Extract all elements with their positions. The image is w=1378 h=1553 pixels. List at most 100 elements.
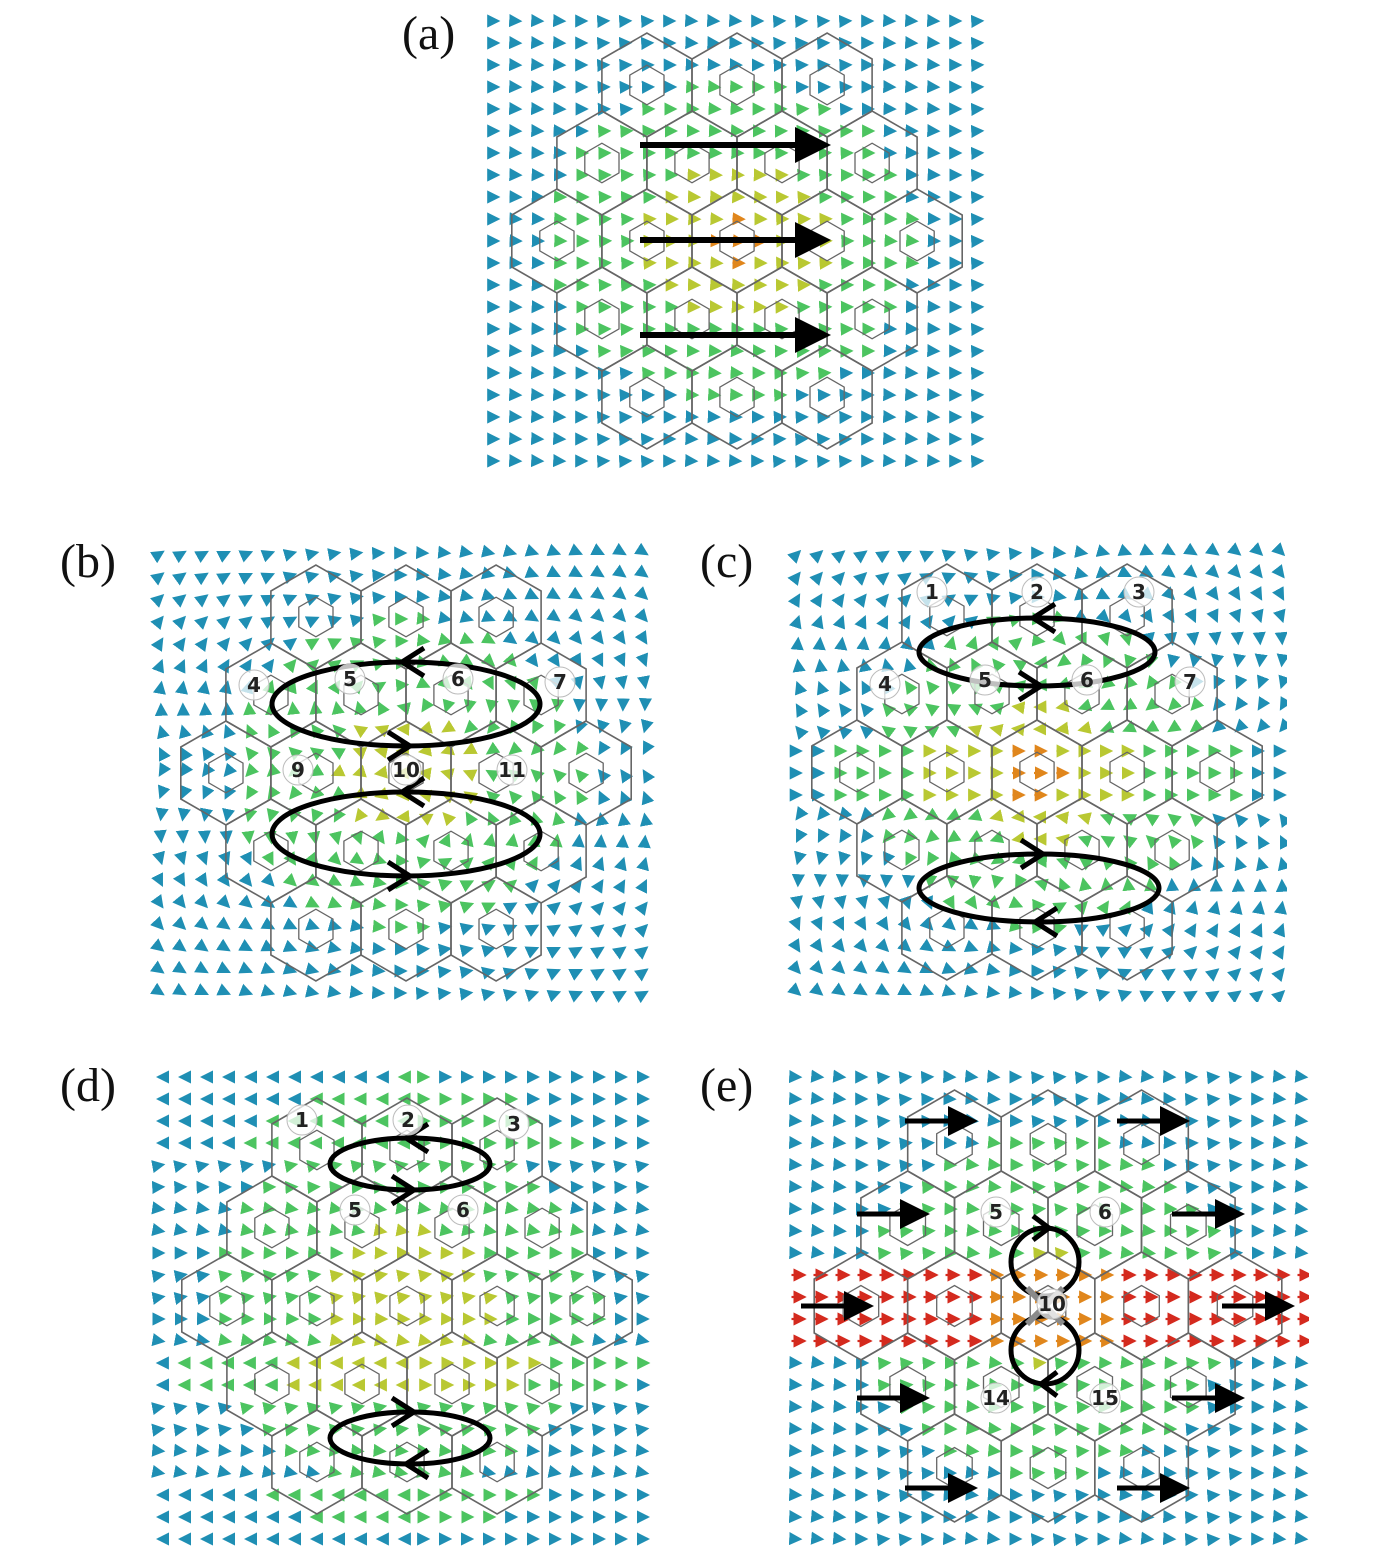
field-vector — [485, 741, 501, 755]
field-vector — [613, 1160, 628, 1174]
field-vector — [788, 916, 801, 932]
field-vector — [590, 991, 605, 1003]
field-vector — [1234, 813, 1249, 828]
hex-hole — [974, 829, 1010, 871]
field-vector — [809, 960, 824, 975]
field-vector — [439, 1223, 454, 1237]
field-vector — [1183, 542, 1198, 556]
field-vector — [592, 675, 606, 690]
field-vector — [150, 894, 164, 909]
hex-hole — [478, 908, 514, 950]
field-vector — [881, 658, 895, 673]
field-vector — [554, 790, 567, 805]
hex-hole — [584, 298, 620, 340]
field-vector — [635, 879, 647, 894]
field-vector — [1077, 698, 1093, 712]
hex-hole — [1029, 1122, 1067, 1166]
field-vector — [373, 1223, 388, 1237]
hex-cell — [736, 110, 828, 216]
field-vector — [854, 614, 867, 630]
hex-hole — [389, 1285, 425, 1327]
loop-chevron — [386, 729, 415, 763]
field-vector — [1207, 1423, 1221, 1437]
field-vector — [987, 1443, 1002, 1457]
field-vector — [1142, 1223, 1156, 1237]
hex-number: 2 — [401, 1108, 415, 1132]
field-vector — [481, 879, 496, 893]
hex-hole — [1109, 751, 1145, 793]
hex-hole — [478, 596, 514, 638]
field-vector — [330, 764, 346, 777]
field-vector — [354, 700, 368, 716]
field-vector — [548, 1401, 563, 1415]
field-vector — [1095, 924, 1111, 937]
field-vector — [897, 938, 912, 952]
field-vector — [569, 1160, 584, 1174]
field-vector — [262, 1333, 277, 1347]
field-vector — [524, 989, 540, 1003]
field-vector — [968, 874, 982, 889]
field-vector — [1120, 1399, 1134, 1413]
field-vector — [881, 725, 897, 739]
field-vector — [327, 548, 342, 562]
field-vector — [483, 1223, 498, 1237]
field-vector — [504, 1159, 519, 1173]
field-vector — [418, 1291, 433, 1305]
field-vector — [817, 806, 831, 821]
panel-label-b: (b) — [60, 535, 116, 588]
field-vector — [352, 747, 368, 760]
field-vector — [968, 703, 983, 716]
field-vector — [349, 569, 364, 583]
field-vector — [151, 1423, 166, 1437]
field-vector — [1101, 675, 1116, 689]
field-vector — [1207, 1225, 1222, 1239]
field-vector — [568, 630, 583, 645]
field-vector — [832, 916, 844, 931]
field-vector — [481, 988, 496, 1002]
field-vector — [899, 1247, 914, 1261]
field-vector — [481, 609, 496, 623]
field-vector — [195, 1201, 210, 1215]
field-vector — [1205, 564, 1220, 579]
hex-lattice — [510, 32, 964, 450]
field-vector — [946, 874, 960, 889]
field-vector — [641, 790, 655, 806]
field-vector — [788, 614, 802, 630]
field-vector — [150, 593, 165, 608]
hex-hole — [674, 142, 710, 184]
hex-cell — [781, 32, 873, 138]
field-vector — [223, 724, 237, 739]
field-vector — [1257, 813, 1271, 828]
field-vector — [416, 1159, 431, 1173]
field-vector — [200, 807, 213, 822]
hex-hole — [936, 1446, 973, 1490]
field-vector — [1142, 1245, 1157, 1259]
field-vector — [305, 917, 320, 931]
field-vector — [194, 983, 209, 995]
field-vector — [172, 615, 187, 630]
field-vector — [483, 1269, 498, 1283]
field-vector — [639, 812, 653, 827]
hex-hole — [936, 1284, 973, 1328]
field-vector — [612, 901, 626, 916]
field-vector — [327, 873, 343, 886]
field-vector — [987, 1135, 1002, 1149]
field-vector — [1227, 945, 1241, 960]
field-vector — [282, 571, 298, 585]
field-vector — [459, 857, 474, 871]
field-vector — [1139, 923, 1154, 938]
hex-cell — [946, 797, 1038, 903]
field-vector — [438, 832, 451, 848]
field-vector — [620, 740, 633, 756]
field-vector — [372, 897, 387, 911]
field-vector — [1095, 946, 1111, 959]
hex-number: 10 — [1038, 1292, 1066, 1316]
hex-cell — [450, 564, 542, 670]
field-vector — [238, 616, 253, 630]
field-vector — [526, 1333, 542, 1347]
field-vector — [546, 543, 562, 557]
field-vector — [194, 938, 209, 952]
field-vector — [946, 829, 962, 843]
hex-cell — [601, 32, 693, 138]
